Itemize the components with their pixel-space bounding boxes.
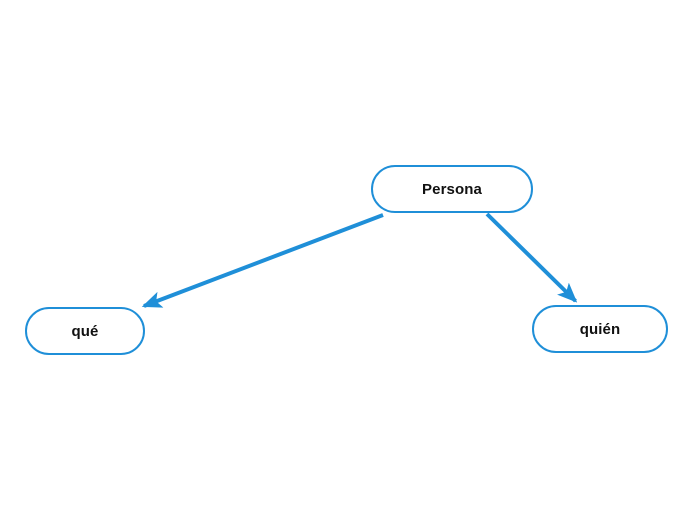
node-persona-label: Persona bbox=[422, 180, 482, 198]
edge-persona-to-que bbox=[141, 213, 384, 308]
edge-persona-to-quien bbox=[485, 212, 578, 303]
node-quien-label: quién bbox=[579, 320, 621, 338]
node-persona[interactable]: Persona bbox=[371, 165, 533, 213]
node-que-label: qué bbox=[71, 322, 99, 340]
node-quien[interactable]: quién bbox=[532, 305, 668, 353]
node-que[interactable]: qué bbox=[25, 307, 145, 355]
